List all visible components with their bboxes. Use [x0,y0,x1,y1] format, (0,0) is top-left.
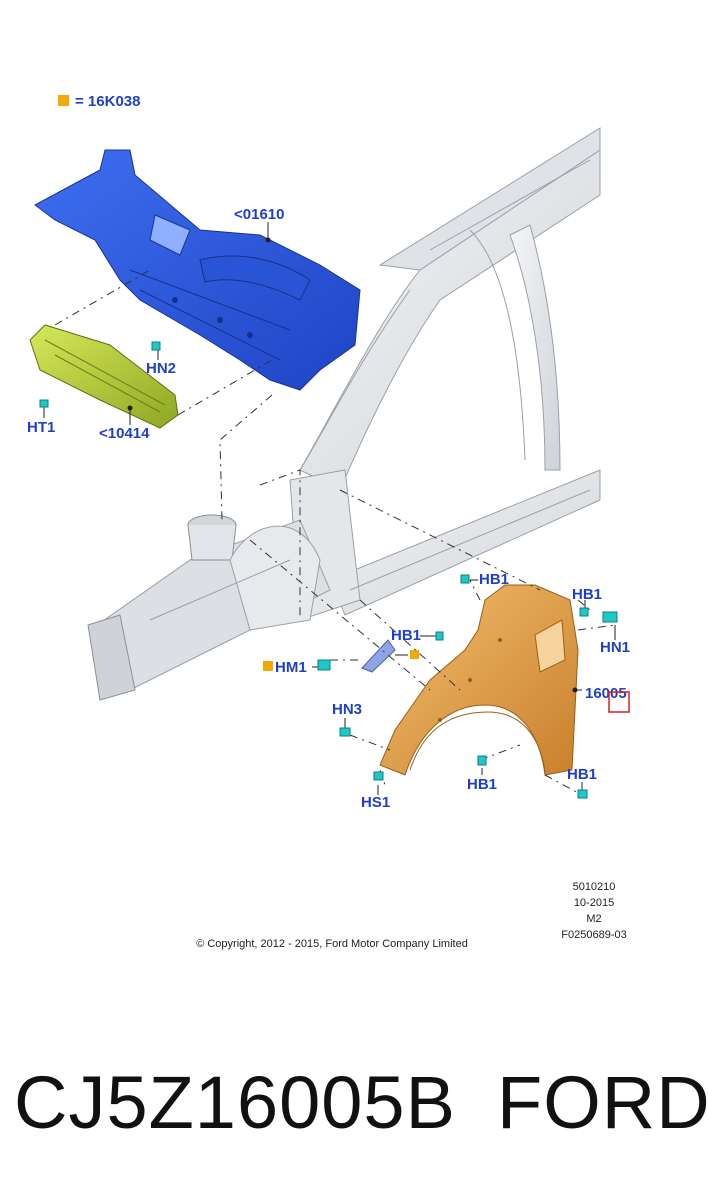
footer-brand: FORD [497,1061,708,1144]
legend-swatch [58,95,69,106]
label-hb1-right: HB1 [572,586,602,603]
fender-bracket [361,639,396,673]
label-hn2: HN2 [146,360,176,377]
drawing-metadata: 5010210 10-2015 M2 F0250689-03 © Copyrig… [196,881,627,950]
label-hb1-top: HB1 [479,571,509,588]
hm1-swatch [263,661,273,671]
label-hb1-bottom: HB1 [467,776,497,793]
label-hb1-lower-right: HB1 [567,766,597,783]
leader-lines [43,222,616,795]
part-labels: <01610 HN2 HT1 <10414 HB1 HB1 HN1 HB1 HM… [27,206,630,811]
legend-text: = 16K038 [75,93,140,110]
front-fender [379,584,579,776]
meta-line-3: M2 [586,913,601,925]
label-hn3: HN3 [332,701,362,718]
label-dash-panel: <01610 [234,206,284,223]
legend: = 16K038 [58,93,140,110]
footer-part-number: CJ5Z16005B [14,1061,456,1144]
dash-panel [34,149,361,391]
label-fender: 16005 [585,685,627,702]
meta-line-1: 5010210 [573,881,616,893]
label-hb1-mid: HB1 [391,627,421,644]
hm1-marker [410,650,419,659]
label-ht1: HT1 [27,419,55,436]
label-reinforcement: <10414 [99,425,150,442]
assembly-lines [54,269,616,796]
meta-line-2: 10-2015 [574,897,614,909]
fastener-clips [39,341,618,799]
highlight-box [608,691,630,713]
label-hm1: HM1 [275,659,307,676]
copyright: © Copyright, 2012 - 2015, Ford Motor Com… [196,938,468,950]
body-side-structure [87,127,601,701]
label-hs1: HS1 [361,794,390,811]
footer: CJ5Z16005B FORD [14,1061,708,1144]
label-hn1: HN1 [600,639,630,656]
meta-line-4: F0250689-03 [561,929,626,941]
